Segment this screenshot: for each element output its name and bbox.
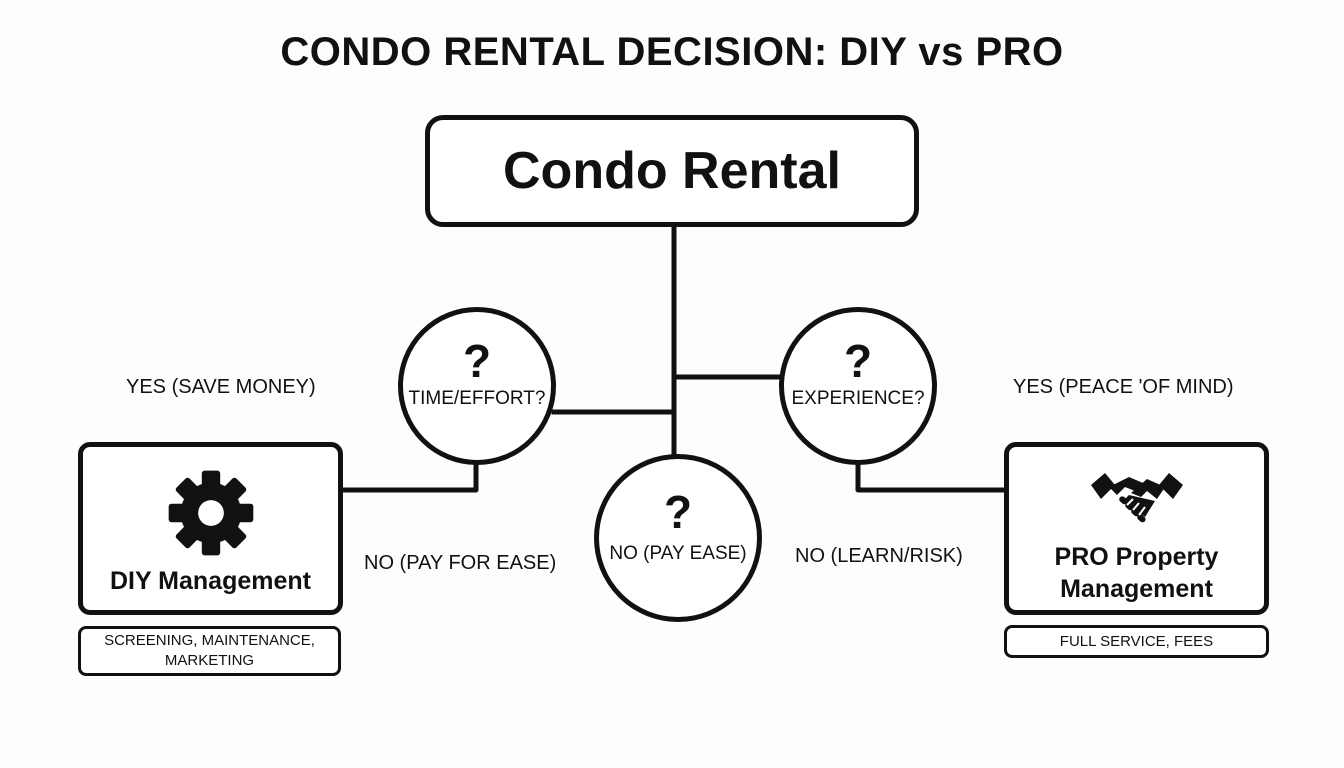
outcome-label: PRO Property Management [1054,543,1219,603]
connector-pro [855,460,1007,493]
decision-experience: ? EXPERIENCE? [779,307,937,465]
decision-label: NO (PAY EASE) [609,543,747,564]
edge-label-yes-save-money: YES (SAVE MONEY) [126,376,316,398]
handshake-icon [1089,465,1185,536]
edge-label-no-pay-for-ease: NO (PAY FOR EASE) [364,552,557,574]
edge-label-yes-peace-of-mind: YES (PEACE 'OF MIND) [1013,376,1234,398]
outcome-pro-details: FULL SERVICE, FEES [1004,625,1269,658]
question-mark-icon: ? [843,335,873,387]
outcome-label: DIY Management [110,567,311,595]
outcome-diy-details: SCREENING, MAINTENANCE, MARKETING [78,626,341,676]
outcome-diy-management: DIY Management [78,442,343,615]
diagram-title: CONDO RENTAL DECISION: DIY vs PRO [280,30,1064,74]
connector-diy [340,460,479,493]
question-mark-icon: ? [663,486,693,538]
outcome-pro-management: PRO Property Management [1004,442,1269,615]
root-node: Condo Rental [425,115,919,227]
decision-pay-ease: ? NO (PAY EASE) [594,454,762,622]
gear-icon [165,467,257,564]
decision-label: TIME/EFFORT? [408,388,546,409]
decision-time-effort: ? TIME/EFFORT? [398,307,556,465]
edge-label-no-learn-risk: NO (LEARN/RISK) [795,545,963,567]
question-mark-icon: ? [462,335,492,387]
root-node-label: Condo Rental [503,142,841,200]
decision-label: EXPERIENCE? [791,388,925,409]
